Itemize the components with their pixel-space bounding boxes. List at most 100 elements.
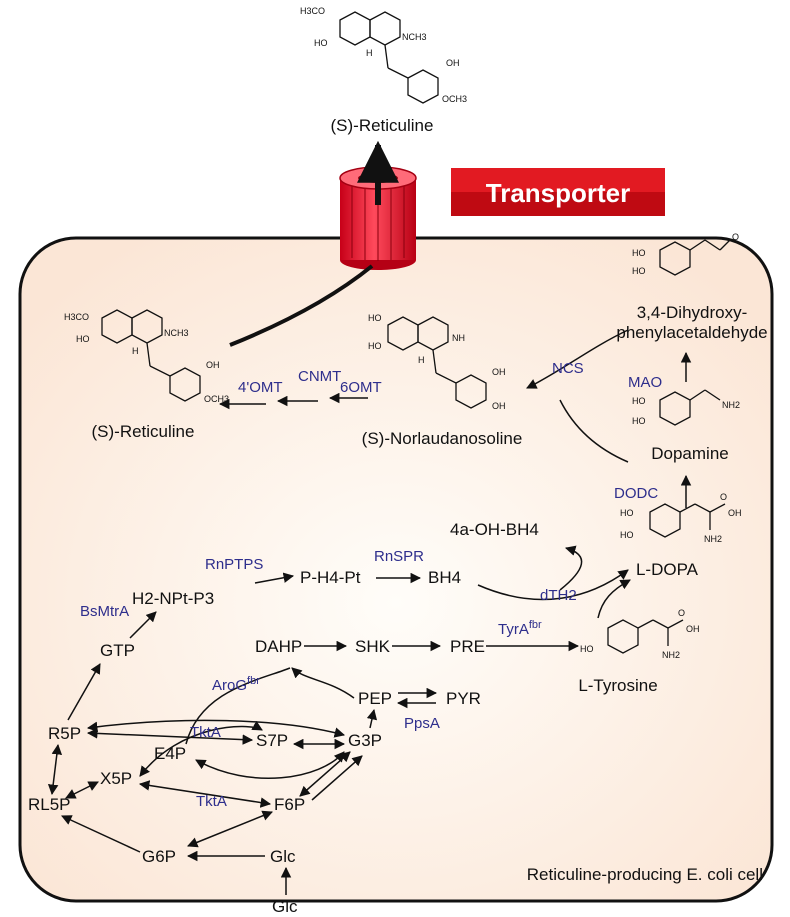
arrow-x5p-rl5p bbox=[65, 781, 99, 799]
arrow-tyrosine-ldopa bbox=[597, 579, 631, 619]
enzyme-6omt: 6OMT bbox=[340, 379, 382, 396]
atom-ho: HO bbox=[76, 334, 90, 344]
metabolite-gtp: GTP bbox=[100, 641, 135, 660]
atom-oh: OH bbox=[492, 401, 506, 411]
atom-ho: HO bbox=[632, 396, 646, 406]
atom-ho: HO bbox=[368, 313, 382, 323]
norlaudanosoline-label: (S)-Norlaudanosoline bbox=[362, 429, 523, 448]
atom-oh: OH bbox=[728, 508, 742, 518]
metabolite-g3p: G3P bbox=[348, 731, 382, 750]
enzyme-tkta-1: TktA bbox=[190, 724, 221, 741]
metabolite-x5p: X5P bbox=[100, 769, 132, 788]
enzyme-ncs: NCS bbox=[552, 360, 584, 377]
metabolite-bh4: BH4 bbox=[428, 568, 461, 587]
atom-ho: HO bbox=[632, 248, 646, 258]
atom-oh: OH bbox=[446, 58, 460, 68]
metabolite-r5p: R5P bbox=[48, 724, 81, 743]
atom-h: H bbox=[132, 346, 139, 356]
arrow-g6p-f6p bbox=[187, 810, 273, 848]
dopamine-label: Dopamine bbox=[651, 444, 729, 463]
arrow-f6p-g3p-b bbox=[311, 755, 363, 801]
atom-ho: HO bbox=[620, 508, 634, 518]
enzyme-arog-name: AroG bbox=[212, 677, 247, 694]
atom-ho: HO bbox=[620, 530, 634, 540]
ldopa-structure: HO HO O OH NH2 bbox=[620, 492, 742, 544]
atom-o: O bbox=[720, 492, 727, 502]
metabolite-s7p: S7P bbox=[256, 731, 288, 750]
arrow-x5p-f6p bbox=[138, 780, 272, 808]
reticuline-outside-label: (S)-Reticuline bbox=[331, 116, 434, 135]
transporter-label: Transporter bbox=[486, 178, 631, 208]
metabolite-pre: PRE bbox=[450, 637, 485, 656]
arrow-r5p-rl5p bbox=[47, 743, 63, 796]
enzyme-tkta-2: TktA bbox=[196, 793, 227, 810]
enzyme-rnspr: RnSPR bbox=[374, 548, 424, 565]
metabolite-4a-oh-bh4: 4a-OH-BH4 bbox=[450, 520, 539, 539]
atom-oh: OH bbox=[492, 367, 506, 377]
metabolite-4a-oh-bh4-text: 4a-OH-BH4 bbox=[450, 520, 539, 539]
atom-oh: OH bbox=[686, 624, 700, 634]
atom-nch3: NCH3 bbox=[402, 32, 427, 42]
atom-ho: HO bbox=[368, 341, 382, 351]
enzyme-arog-sup: fbr bbox=[247, 675, 260, 687]
arrow-r5p-g3p bbox=[86, 719, 346, 738]
enzyme-cnmt: CNMT bbox=[298, 368, 341, 385]
atom-nh2: NH2 bbox=[722, 400, 740, 410]
reticuline-outside-structure: H3CO HO NCH3 H OH OCH3 bbox=[300, 6, 467, 104]
atom-nh2: NH2 bbox=[662, 650, 680, 660]
atom-ho: HO bbox=[632, 416, 646, 426]
enzyme-arog: AroGfbr bbox=[212, 675, 260, 694]
dhpaa-label-line2: phenylacetaldehyde bbox=[616, 323, 767, 342]
enzyme-dth2: dTH2 bbox=[540, 587, 577, 604]
atom-ho: HO bbox=[632, 266, 646, 276]
metabolite-glc-inside: Glc bbox=[270, 847, 296, 866]
dhpaa-label-line1: 3,4-Dihydroxy- bbox=[637, 303, 748, 322]
atom-oh: OH bbox=[206, 360, 220, 370]
arrow-ncs-dopamine bbox=[559, 399, 629, 463]
atom-o: O bbox=[678, 608, 685, 618]
arrow-g3p-pep bbox=[366, 708, 378, 729]
metabolite-f6p: F6P bbox=[274, 795, 305, 814]
arrow-arog bbox=[291, 667, 355, 699]
enzyme-rnptps: RnPTPS bbox=[205, 556, 263, 573]
enzyme-tyra: TyrAfbr bbox=[498, 619, 542, 638]
metabolite-ph4pt: P-H4-Pt bbox=[300, 568, 361, 587]
metabolite-h2nptp3: H2-NPt-P3 bbox=[132, 589, 214, 608]
atom-nch3: NCH3 bbox=[164, 328, 189, 338]
enzyme-mao: MAO bbox=[628, 374, 662, 391]
arrow-bh4-to-ldopa bbox=[477, 569, 629, 601]
arrow-dth2-regen bbox=[559, 545, 583, 591]
arrow-rnptps bbox=[254, 572, 295, 584]
metabolite-dahp: DAHP bbox=[255, 637, 302, 656]
arrow-g6p-rl5p bbox=[61, 815, 141, 853]
metabolite-shk: SHK bbox=[355, 637, 391, 656]
enzyme-tyra-sup: fbr bbox=[529, 619, 542, 631]
metabolite-g6p: G6P bbox=[142, 847, 176, 866]
enzyme-4omt: 4'OMT bbox=[238, 379, 283, 396]
ldopa-label: L-DOPA bbox=[636, 560, 699, 579]
dopamine-structure: HO HO NH2 bbox=[632, 389, 740, 426]
tyrosine-structure: HO O OH NH2 bbox=[580, 608, 700, 660]
tyrosine-label: L-Tyrosine bbox=[578, 676, 657, 695]
reticuline-export-curve bbox=[229, 264, 374, 347]
atom-o: O bbox=[732, 232, 739, 242]
reticuline-inside-structure: H3CO HO NCH3 H OH OCH3 bbox=[64, 309, 229, 404]
arrow-f6p-g3p-a bbox=[299, 751, 351, 797]
atom-h3co: H3CO bbox=[300, 6, 325, 16]
metabolite-pyr: PYR bbox=[446, 689, 481, 708]
atom-h3co: H3CO bbox=[64, 312, 89, 322]
atom-nh: NH bbox=[452, 333, 465, 343]
metabolite-glc-outside: Glc bbox=[272, 897, 298, 916]
enzyme-dodc: DODC bbox=[614, 485, 658, 502]
dhpaa-structure: HO HO O bbox=[632, 232, 739, 276]
arrow-x5p-s7p bbox=[139, 720, 263, 777]
enzyme-bsmtra: BsMtrA bbox=[80, 603, 129, 620]
atom-och3: OCH3 bbox=[442, 94, 467, 104]
arrow-ncs bbox=[526, 329, 629, 389]
atom-ho: HO bbox=[580, 644, 594, 654]
metabolite-e4p: E4P bbox=[154, 744, 186, 763]
cell-caption: Reticuline-producing E. coli cell bbox=[527, 865, 763, 884]
atom-h: H bbox=[418, 355, 425, 365]
atom-h: H bbox=[366, 48, 373, 58]
